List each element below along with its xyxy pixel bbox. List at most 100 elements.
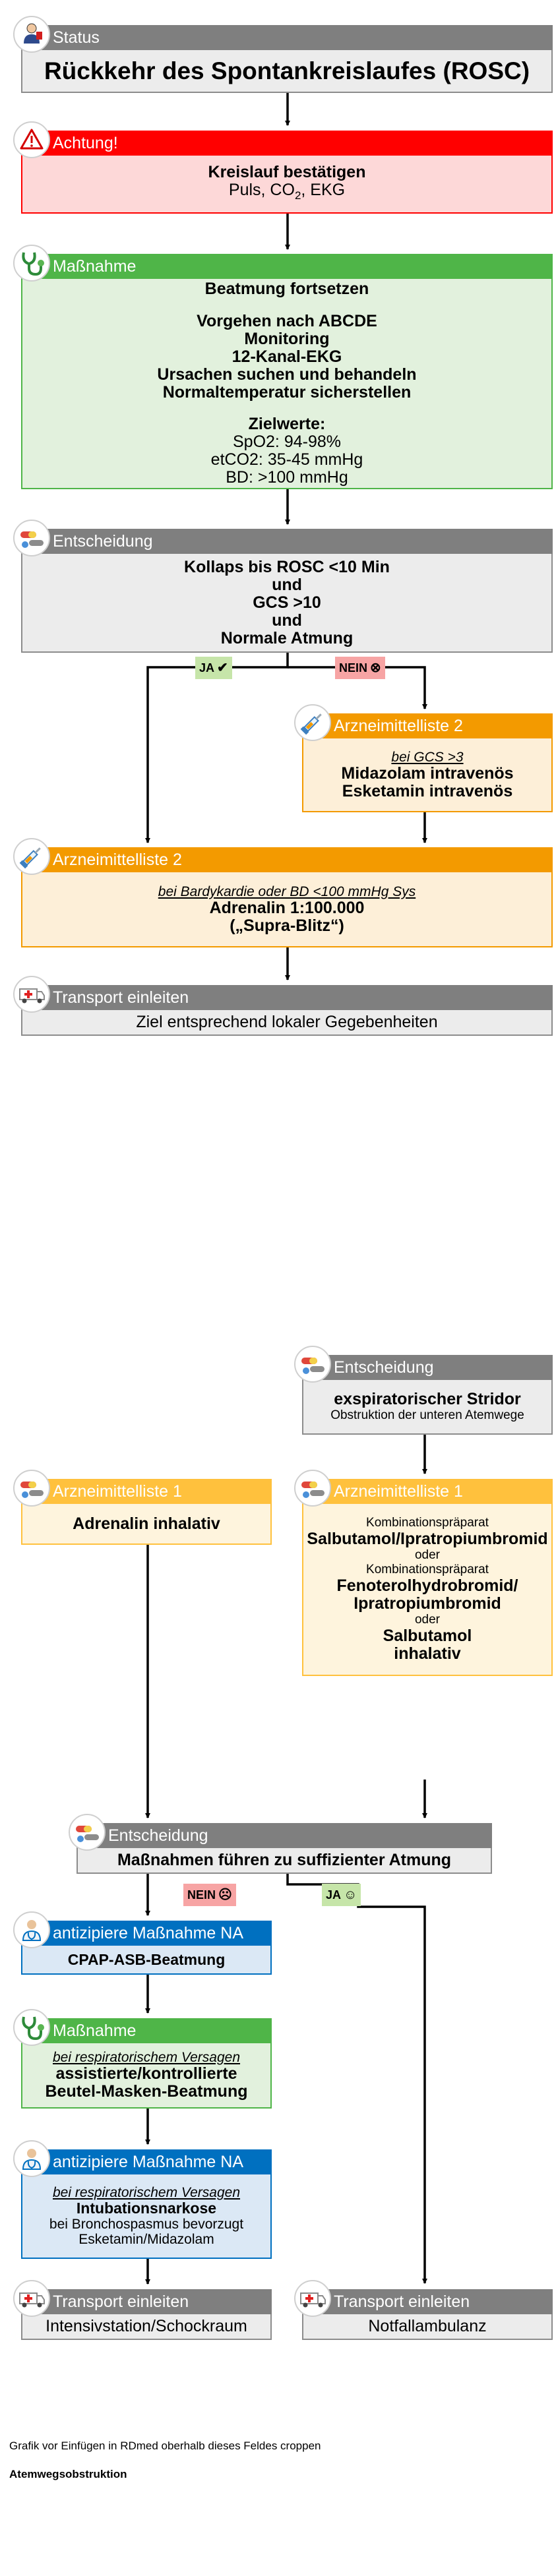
transport-left-header: Transport einleiten [21,2289,272,2314]
pills-icon [294,1346,331,1383]
entscheidung-line: und [272,611,302,630]
massnahme-step: Normaltemperatur sicherstellen [162,382,412,402]
single-drug: inhalativ [394,1644,461,1663]
entscheidung-line: Normale Atmung [220,628,354,647]
sad-face-icon: ☹ [218,1888,232,1902]
transport-header: Transport einleiten [21,985,553,1010]
combo-label: Kombinationspräparat [366,1563,489,1576]
entscheidung-line: Kollaps bis ROSC <10 Min [184,557,390,576]
arznei2-right-node: Arzneimittelliste 2 bei GCS >3 Midazolam… [294,704,553,812]
massnahme-title: Beatmung fortsetzen [204,280,369,298]
ja-label: JA☺ [322,1884,361,1906]
smiley-icon: ☺ [344,1888,357,1902]
combo-drug: Salbutamol/Ipratropiumbromid [307,1530,548,1548]
massnahme-header: Maßnahme [21,254,553,279]
transport-right-header: Transport einleiten [302,2289,553,2314]
ja-label: JA✔ [195,657,232,679]
atmung-header: Entscheidung [77,1823,492,1848]
syringe-icon [13,838,50,875]
entscheidung-line: GCS >10 [253,593,321,612]
na-intubation-header: antizipiere Maßnahme NA [21,2149,272,2174]
arznei1-left-header: Arzneimittelliste 1 [21,1479,272,1504]
arznei2-wide-drug: („Supra-Blitz“) [230,916,344,935]
syringe-icon [294,704,331,741]
arznei1-right-node: Arzneimittelliste 1 Kombinationspräparat… [294,1470,553,1676]
pills-icon [13,520,50,556]
achtung-node: Achtung! Kreislauf bestätigen Puls, CO2,… [13,121,553,214]
achtung-line2: Puls, CO2, EKG [228,181,346,202]
ambulance-icon [294,2280,331,2317]
crop-note: Grafik vor Einfügen in RDmed oberhalb di… [9,2440,321,2452]
cross-circle-icon: ⊗ [370,661,381,675]
massnahme-step: Vorgehen nach ABCDE [197,311,377,330]
pills-icon [294,1470,331,1507]
stridor-header: Entscheidung [302,1355,553,1380]
entscheidung-header: Entscheidung [21,529,553,554]
arznei2-drug: Esketamin intravenös [342,781,513,800]
arrow-entscheidung-ja-transport [286,1874,427,2284]
arznei2-wide-condition: bei Bardykardie oder BD <100 mmHg Sys [158,884,416,899]
combo-drug: Ipratropiumbromid [354,1594,501,1613]
ambulance-icon [13,976,50,1013]
na-intubation-condition: bei respiratorischem Versagen [52,2185,241,2200]
checkmark-icon: ✔ [217,661,228,675]
arznei2-condition: bei GCS >3 [391,749,464,765]
footer-title: Atemwegsobstruktion [9,2468,127,2480]
atmung-text: Maßnahmen führen zu suffizienter Atmung [117,1851,452,1869]
arznei1-left-drug: Adrenalin inhalativ [73,1514,220,1533]
achtung-line1: Kreislauf bestätigen [208,163,366,181]
targets-label: Zielwerte: [248,415,326,433]
arznei2-wide-node: Arzneimittelliste 2 bei Bardykardie oder… [13,838,553,947]
person-icon [13,16,50,53]
massnahme-step: 12-Kanal-EKG [232,347,342,366]
massnahme-node: Maßnahme Beatmung fortsetzen Vorgehen na… [13,245,553,489]
doctor-icon [13,2140,50,2177]
or-label: oder [414,1613,441,1627]
massnahme-line: assistierte/kontrollierte [55,2064,237,2083]
na-intubation-line: bei Bronchospasmus bevorzugt [49,2217,244,2232]
doctor-icon [13,1911,50,1948]
transport-right-node: Transport einleiten Notfallambulanz [294,2280,553,2340]
target-value: etCO2: 35-45 mmHg [210,450,363,469]
stridor-subtitle: Obstruktion der unteren Atemwege [330,1408,524,1422]
transport-node: Transport einleiten Ziel entsprechend lo… [13,976,553,1036]
arrow-entscheidung-nein [288,666,427,709]
arznei2-drug: Midazolam intravenös [341,764,514,783]
massnahme-condition: bei respiratorischem Versagen [52,2050,241,2065]
na-intubation-title: Intubationsnarkose [76,2200,217,2217]
pills-icon [13,1470,50,1507]
ambulance-icon [13,2280,50,2317]
arznei2-wide-drug: Adrenalin 1:100.000 [209,898,365,917]
transport-text: Ziel entsprechend lokaler Gegebenheiten [136,1013,438,1031]
transport-right-text: Notfallambulanz [368,2317,487,2335]
status-node: Status Rückkehr des Spontankreislaufes (… [13,16,553,93]
stethoscope-icon [13,2009,50,2046]
massnahme-beatmung-node: Maßnahme bei respiratorischem Versagen a… [13,2009,272,2109]
na-intubation-node: antizipiere Maßnahme NA bei respiratoris… [13,2140,272,2259]
na-cpap-header: antizipiere Maßnahme NA [21,1921,272,1946]
massnahme-step: Ursachen suchen und behandeln [157,365,417,384]
arznei1-left-node: Arzneimittelliste 1 Adrenalin inhalativ [13,1470,272,1545]
arznei2-wide-header: Arzneimittelliste 2 [21,847,553,872]
single-drug: Salbutamol [383,1627,472,1645]
stethoscope-icon [13,245,50,282]
stridor-entscheidung-node: Entscheidung exspiratorischer Stridor Ob… [294,1346,553,1435]
na-cpap-node: antizipiere Maßnahme NA CPAP-ASB-Beatmun… [13,1911,272,1975]
nein-label: NEIN☹ [183,1884,236,1906]
warning-icon [13,121,50,158]
status-title: Rückkehr des Spontankreislaufes (ROSC) [44,57,530,84]
or-label: oder [414,1548,441,1562]
atmung-entscheidung-node: Entscheidung Maßnahmen führen zu suffizi… [69,1814,492,1874]
combo-drug: Fenoterolhydrobromid/ [336,1576,518,1595]
arznei1-right-header: Arzneimittelliste 1 [302,1479,553,1504]
target-value: SpO2: 94-98% [233,433,341,451]
stridor-title: exspiratorischer Stridor [334,1390,521,1408]
arrow-entscheidung-split [145,653,289,843]
massnahme-step: Monitoring [244,329,330,348]
entscheidung-node: Entscheidung Kollaps bis ROSC <10 Min un… [13,520,553,653]
target-value: BD: >100 mmHg [226,468,348,487]
nein-label: NEIN⊗ [335,657,385,679]
arznei2-right-header: Arzneimittelliste 2 [302,713,553,738]
achtung-header: Achtung! [21,131,553,156]
